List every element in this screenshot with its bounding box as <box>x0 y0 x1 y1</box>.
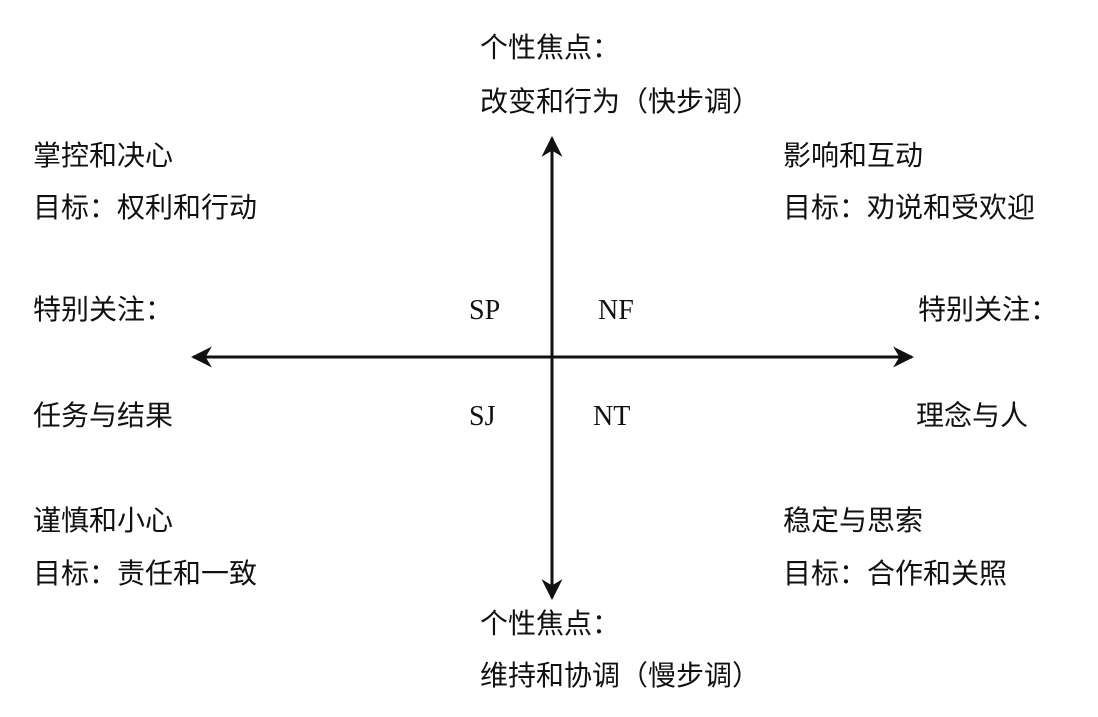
right-axis-label-line1: 特别关注： <box>918 293 1059 326</box>
code-nt: NT <box>593 401 631 432</box>
code-sp: SP <box>469 295 501 326</box>
bottom-axis-label-line2: 维持和协调（慢步调） <box>480 659 761 692</box>
quadrant-bottom-right-goal: 目标：合作和关照 <box>783 557 1008 590</box>
code-sj: SJ <box>469 401 496 432</box>
quadrant-top-left-title: 掌控和决心 <box>33 139 174 172</box>
quadrant-bottom-right-title: 稳定与思索 <box>783 504 924 537</box>
quadrant-bottom-left-title: 谨慎和小心 <box>33 504 174 537</box>
bottom-axis-label-line1: 个性焦点： <box>480 607 621 640</box>
code-nf: NF <box>598 295 634 326</box>
left-axis-label-line1: 特别关注： <box>33 293 174 326</box>
left-axis-label-line2: 任务与结果 <box>33 399 174 432</box>
quadrant-top-right-title: 影响和互动 <box>783 139 924 172</box>
quadrant-top-left-goal: 目标：权利和行动 <box>33 191 258 224</box>
quadrant-top-right-goal: 目标：劝说和受欢迎 <box>783 191 1036 224</box>
right-axis-label-line2: 理念与人 <box>916 399 1029 432</box>
quadrant-bottom-left-goal: 目标：责任和一致 <box>33 557 258 590</box>
top-axis-label-line2: 改变和行为（快步调） <box>480 85 761 118</box>
top-axis-label-line1: 个性焦点： <box>480 31 621 64</box>
